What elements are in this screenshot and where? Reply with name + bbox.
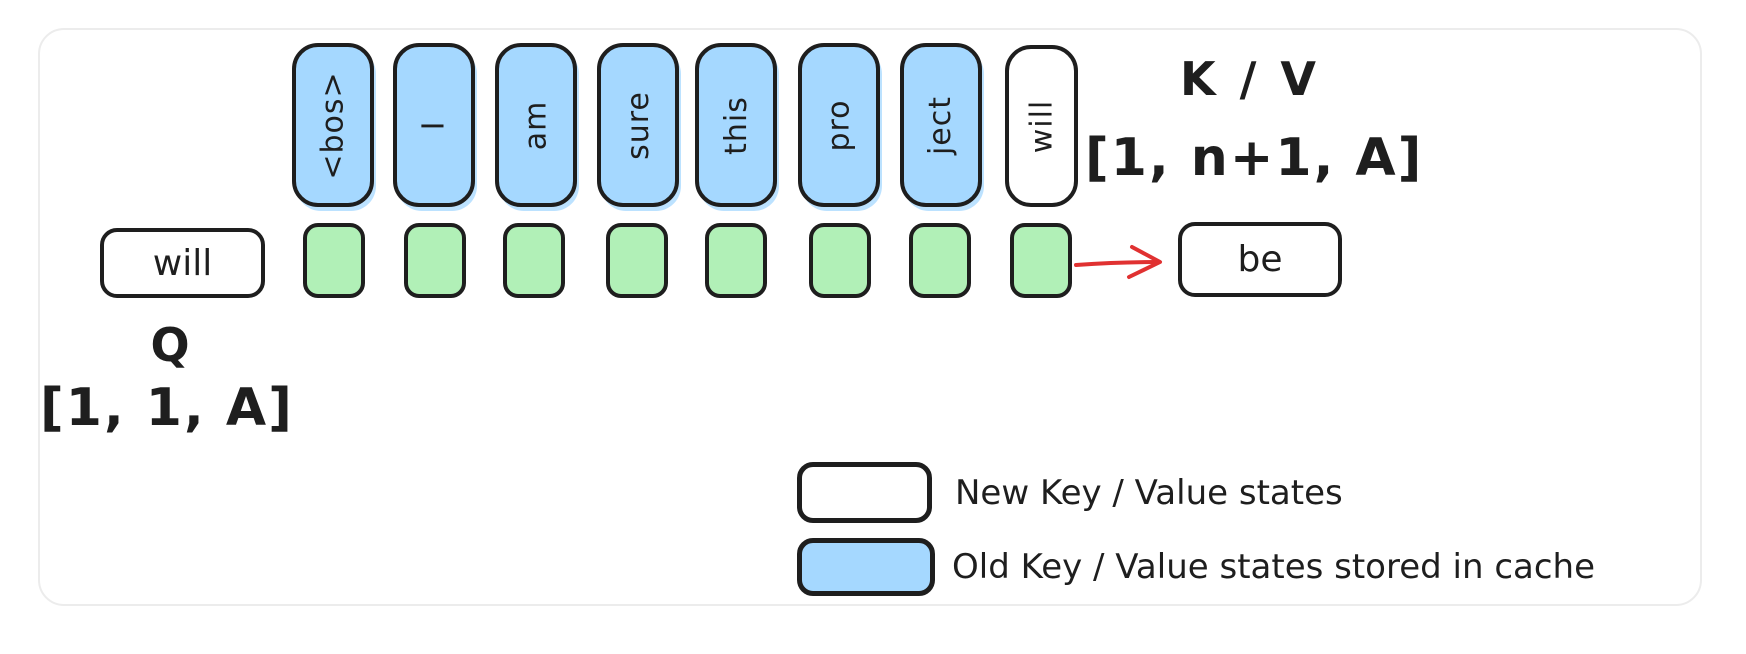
- cached-token-label: this: [718, 95, 754, 155]
- q-shape-label: [1, 1, A]: [40, 378, 294, 438]
- attention-cell: [606, 223, 668, 298]
- attention-cell: [705, 223, 767, 298]
- legend-swatch-new-kv: [797, 462, 932, 523]
- cached-token-label: am: [518, 100, 554, 150]
- cached-token-box: <bos>: [292, 43, 374, 207]
- predicted-token-box: be: [1178, 222, 1342, 297]
- attention-cell: [303, 223, 365, 298]
- attention-cell: [1010, 223, 1072, 298]
- legend-swatch-old-kv: [797, 538, 935, 596]
- legend-label-new-kv: New Key / Value states: [955, 472, 1343, 513]
- attention-cell: [404, 223, 466, 298]
- kv-label: K / V: [1179, 52, 1321, 106]
- attention-cell: [503, 223, 565, 298]
- legend-label-old-kv: Old Key / Value states stored in cache: [952, 547, 1596, 587]
- attention-cell: [809, 223, 871, 298]
- cached-token-box: am: [495, 43, 577, 207]
- cached-token-label: pro: [821, 98, 857, 152]
- cached-token-box: this: [695, 43, 777, 207]
- cached-token-box: pro: [798, 43, 880, 207]
- new-token-box: will: [1005, 45, 1078, 207]
- predicted-token-label: be: [1237, 239, 1283, 280]
- cached-token-label: sure: [620, 90, 656, 160]
- q-label: Q: [150, 318, 190, 372]
- kv-shape-label: [1, n+1, A]: [1085, 128, 1424, 188]
- cached-token-label: ject: [923, 95, 959, 155]
- new-token-label: will: [1023, 99, 1059, 153]
- cached-token-label: <bos>: [315, 70, 351, 180]
- query-token-label: will: [152, 242, 213, 284]
- attention-cell: [909, 223, 971, 298]
- cached-token-label: I: [416, 120, 452, 130]
- query-token-box: will: [100, 228, 265, 298]
- cached-token-box: sure: [597, 43, 679, 207]
- cached-token-box: ject: [900, 43, 982, 207]
- output-arrow-icon: [1074, 245, 1162, 279]
- cached-token-box: I: [393, 43, 475, 207]
